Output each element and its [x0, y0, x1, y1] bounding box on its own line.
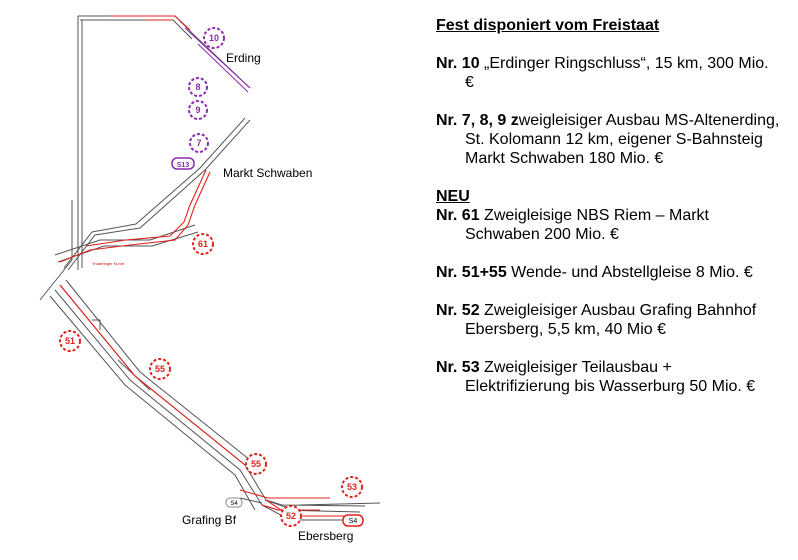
project-badge-10: 10 [203, 27, 225, 49]
entry-nr-61: Nr. 61 Zweigleisige NBS Riem – Markt Sch… [436, 206, 781, 244]
label-markt-schwaben: Markt Schwaben [223, 166, 312, 180]
badge-55-upper-num: 55 [155, 364, 165, 374]
project-line-10 [184, 27, 251, 93]
project-badge-52: 52 [280, 505, 302, 527]
project-badge-51: 51 [59, 330, 81, 352]
rail-network-map: Erding Markt Schwaben Grafing Bf Ebersbe… [39, 15, 381, 543]
badge-7-num: 7 [196, 138, 201, 148]
line-s13-text: S13 [177, 162, 190, 169]
entry-nr-51-55: Nr. 51+55 Wende- und Abstellgleise 8 Mio… [436, 263, 781, 282]
badge-52-num: 52 [286, 511, 296, 521]
project-list-panel: Fest disponiert vom Freistaat Nr. 10 „Er… [436, 16, 781, 396]
entry-nr-53-text: Zweigleisiger Teilausbau + Elektrifizier… [465, 359, 756, 395]
badge-10-num: 10 [209, 33, 219, 43]
entry-nr-7-8-9-text: weigleisiger Ausbau MS-Altenerding, St. … [465, 112, 780, 167]
badge-51-num: 51 [65, 336, 75, 346]
entry-nr-61-number: Nr. 61 [436, 207, 480, 224]
entry-nr-51-55-text: Wende- und Abstellgleise 8 Mio. € [506, 264, 753, 281]
badge-8-num: 8 [195, 82, 200, 92]
line-s4-ebersberg-text: S4 [349, 518, 358, 525]
entry-nr-61-text: Zweigleisige NBS Riem – Markt Schwaben 2… [465, 207, 709, 243]
project-badge-8: 8 [188, 77, 208, 97]
project-lines-red [59, 15, 360, 517]
line-s4-grafing-text: S4 [230, 501, 238, 507]
entry-nr-10-text: „Erdinger Ringschluss“, 15 km, 300 Mio. … [465, 55, 769, 91]
entry-nr-7-8-9-number: Nr. 7, 8, 9 z [436, 112, 519, 129]
badge-9-num: 9 [195, 105, 200, 115]
rail-lines [39, 15, 381, 521]
entry-nr-53-number: Nr. 53 [436, 359, 480, 376]
project-badge-55-upper: 55 [149, 358, 171, 380]
entry-nr-53: Nr. 53 Zweigleisiger Teilausbau + Elektr… [436, 358, 781, 396]
line-badge-s4-ebersberg: S4 [342, 514, 364, 527]
project-badge-7: 7 [189, 133, 209, 153]
project-badge-55-lower: 55 [245, 453, 267, 475]
project-badge-61: 61 [192, 233, 214, 255]
label-grafing-bf: Grafing Bf [182, 513, 237, 527]
panel-heading: Fest disponiert vom Freistaat [436, 17, 660, 34]
entry-nr-7-8-9: Nr. 7, 8, 9 zweigleisiger Ausbau MS-Alte… [436, 111, 781, 168]
badge-53-num: 53 [347, 482, 357, 492]
entry-nr-52-text: Zweigleisiger Ausbau Grafing Bahnhof Ebe… [465, 302, 757, 338]
line-badge-s13: S13 [171, 157, 195, 170]
project-badge-9: 9 [188, 100, 208, 120]
badge-55-lower-num: 55 [251, 459, 261, 469]
new-section-heading: NEU [436, 188, 470, 205]
entry-nr-52: Nr. 52 Zweigleisiger Ausbau Grafing Bahn… [436, 301, 781, 339]
label-curve-note: Truderinger Kurve [92, 261, 125, 266]
entry-nr-52-number: Nr. 52 [436, 302, 480, 319]
project-badge-53: 53 [341, 476, 363, 498]
entry-nr-51-55-number: Nr. 51+55 [436, 264, 507, 281]
badge-61-num: 61 [198, 239, 208, 249]
entry-nr-10: Nr. 10 „Erdinger Ringschluss“, 15 km, 30… [436, 54, 781, 92]
line-badge-s4-grafing: S4 [225, 497, 243, 508]
entry-nr-10-number: Nr. 10 [436, 55, 480, 72]
label-ebersberg: Ebersberg [298, 529, 353, 543]
label-erding: Erding [226, 51, 261, 65]
